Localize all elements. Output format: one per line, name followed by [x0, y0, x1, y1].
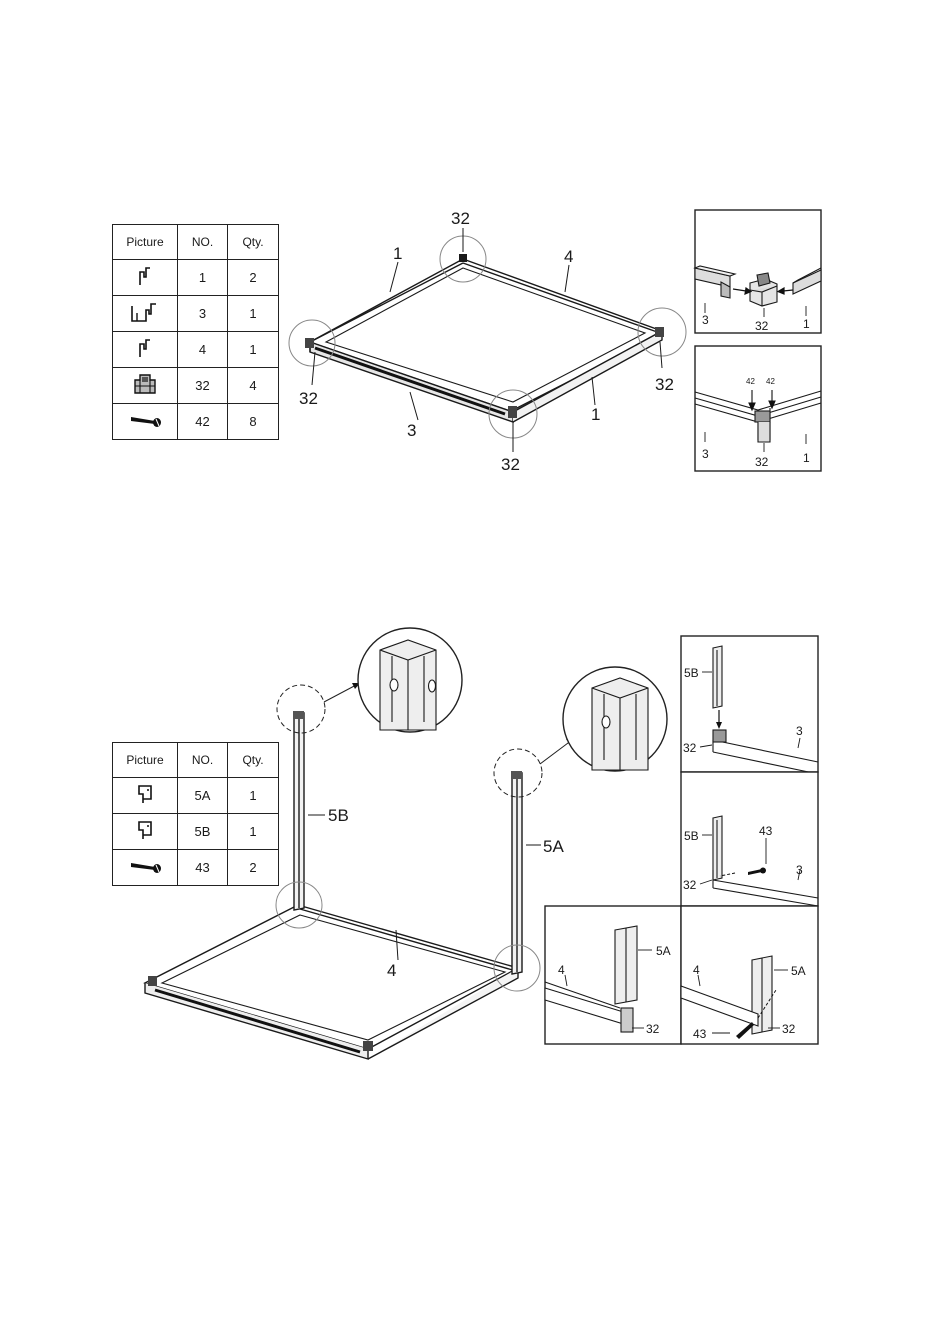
detail-b-label-post: 5B	[684, 829, 699, 843]
detail-b-label-screw: 43	[759, 824, 773, 838]
step2-frame-with-posts	[145, 713, 522, 1059]
step1-detail-a: 3 32 1	[695, 210, 821, 333]
detail-d-label-connector: 32	[782, 1022, 796, 1036]
corner-connector	[363, 1041, 373, 1051]
step2-detail-d: 5A 4 43 32	[681, 906, 818, 1044]
corner-connector	[148, 976, 157, 986]
label-left-corner: 32	[299, 389, 318, 408]
leader-lines	[312, 228, 662, 452]
step2-detail-c: 5A 4 32	[545, 906, 681, 1044]
step2-detail-b: 5B 43 32 3	[681, 772, 818, 906]
detail-a-label-post: 5B	[684, 666, 699, 680]
label-post-5a: 5A	[543, 837, 564, 856]
zoom-callout-5b	[324, 628, 462, 732]
label-right-corner: 32	[655, 375, 674, 394]
label-back-rail: 4	[387, 961, 396, 980]
detail-b-label-rail: 3	[796, 863, 803, 877]
detail-a-label-connector: 32	[683, 741, 697, 755]
corner-connector-bottom	[508, 406, 517, 418]
label-top-corner: 32	[451, 209, 470, 228]
detail-a-label-rail: 3	[796, 724, 803, 738]
label-back-rail: 4	[564, 247, 573, 266]
detail-b-label-screw-left: 42	[746, 377, 755, 386]
label-post-5b: 5B	[328, 806, 349, 825]
detail-d-label-screw: 43	[693, 1027, 707, 1041]
leader-lines	[308, 815, 541, 960]
detail-d-label-post: 5A	[791, 964, 806, 978]
detail-b-label-screw-right: 42	[766, 377, 775, 386]
corner-connector-top	[459, 254, 467, 262]
label-right-rail: 1	[591, 405, 600, 424]
label-left-rail: 1	[393, 244, 402, 263]
corner-connector-left	[305, 338, 314, 348]
detail-b-label-left: 3	[702, 447, 709, 461]
detail-c-label-connector: 32	[646, 1022, 660, 1036]
detail-d-label-rail: 4	[693, 963, 700, 977]
zoom-callout-5a	[540, 667, 667, 771]
detail-b-label-right: 1	[803, 451, 810, 465]
step2-detail-a: 5B 32 3	[681, 636, 818, 774]
corner-connector-right	[655, 327, 664, 337]
detail-a-label-left: 3	[702, 313, 709, 327]
label-bottom-corner: 32	[501, 455, 520, 474]
detail-b-label-connector: 32	[683, 878, 697, 892]
detail-b-label-center: 32	[755, 455, 769, 469]
detail-a-label-center: 32	[755, 319, 769, 333]
step1-detail-b: 42 42 3 32 1	[695, 346, 821, 471]
detail-c-label-post: 5A	[656, 944, 671, 958]
step1-base-frame	[310, 259, 662, 422]
detail-a-label-right: 1	[803, 317, 810, 331]
post-top-5a	[511, 771, 522, 779]
detail-c-label-rail: 4	[558, 963, 565, 977]
label-front-rail: 3	[407, 421, 416, 440]
post-top-5b	[293, 711, 304, 719]
